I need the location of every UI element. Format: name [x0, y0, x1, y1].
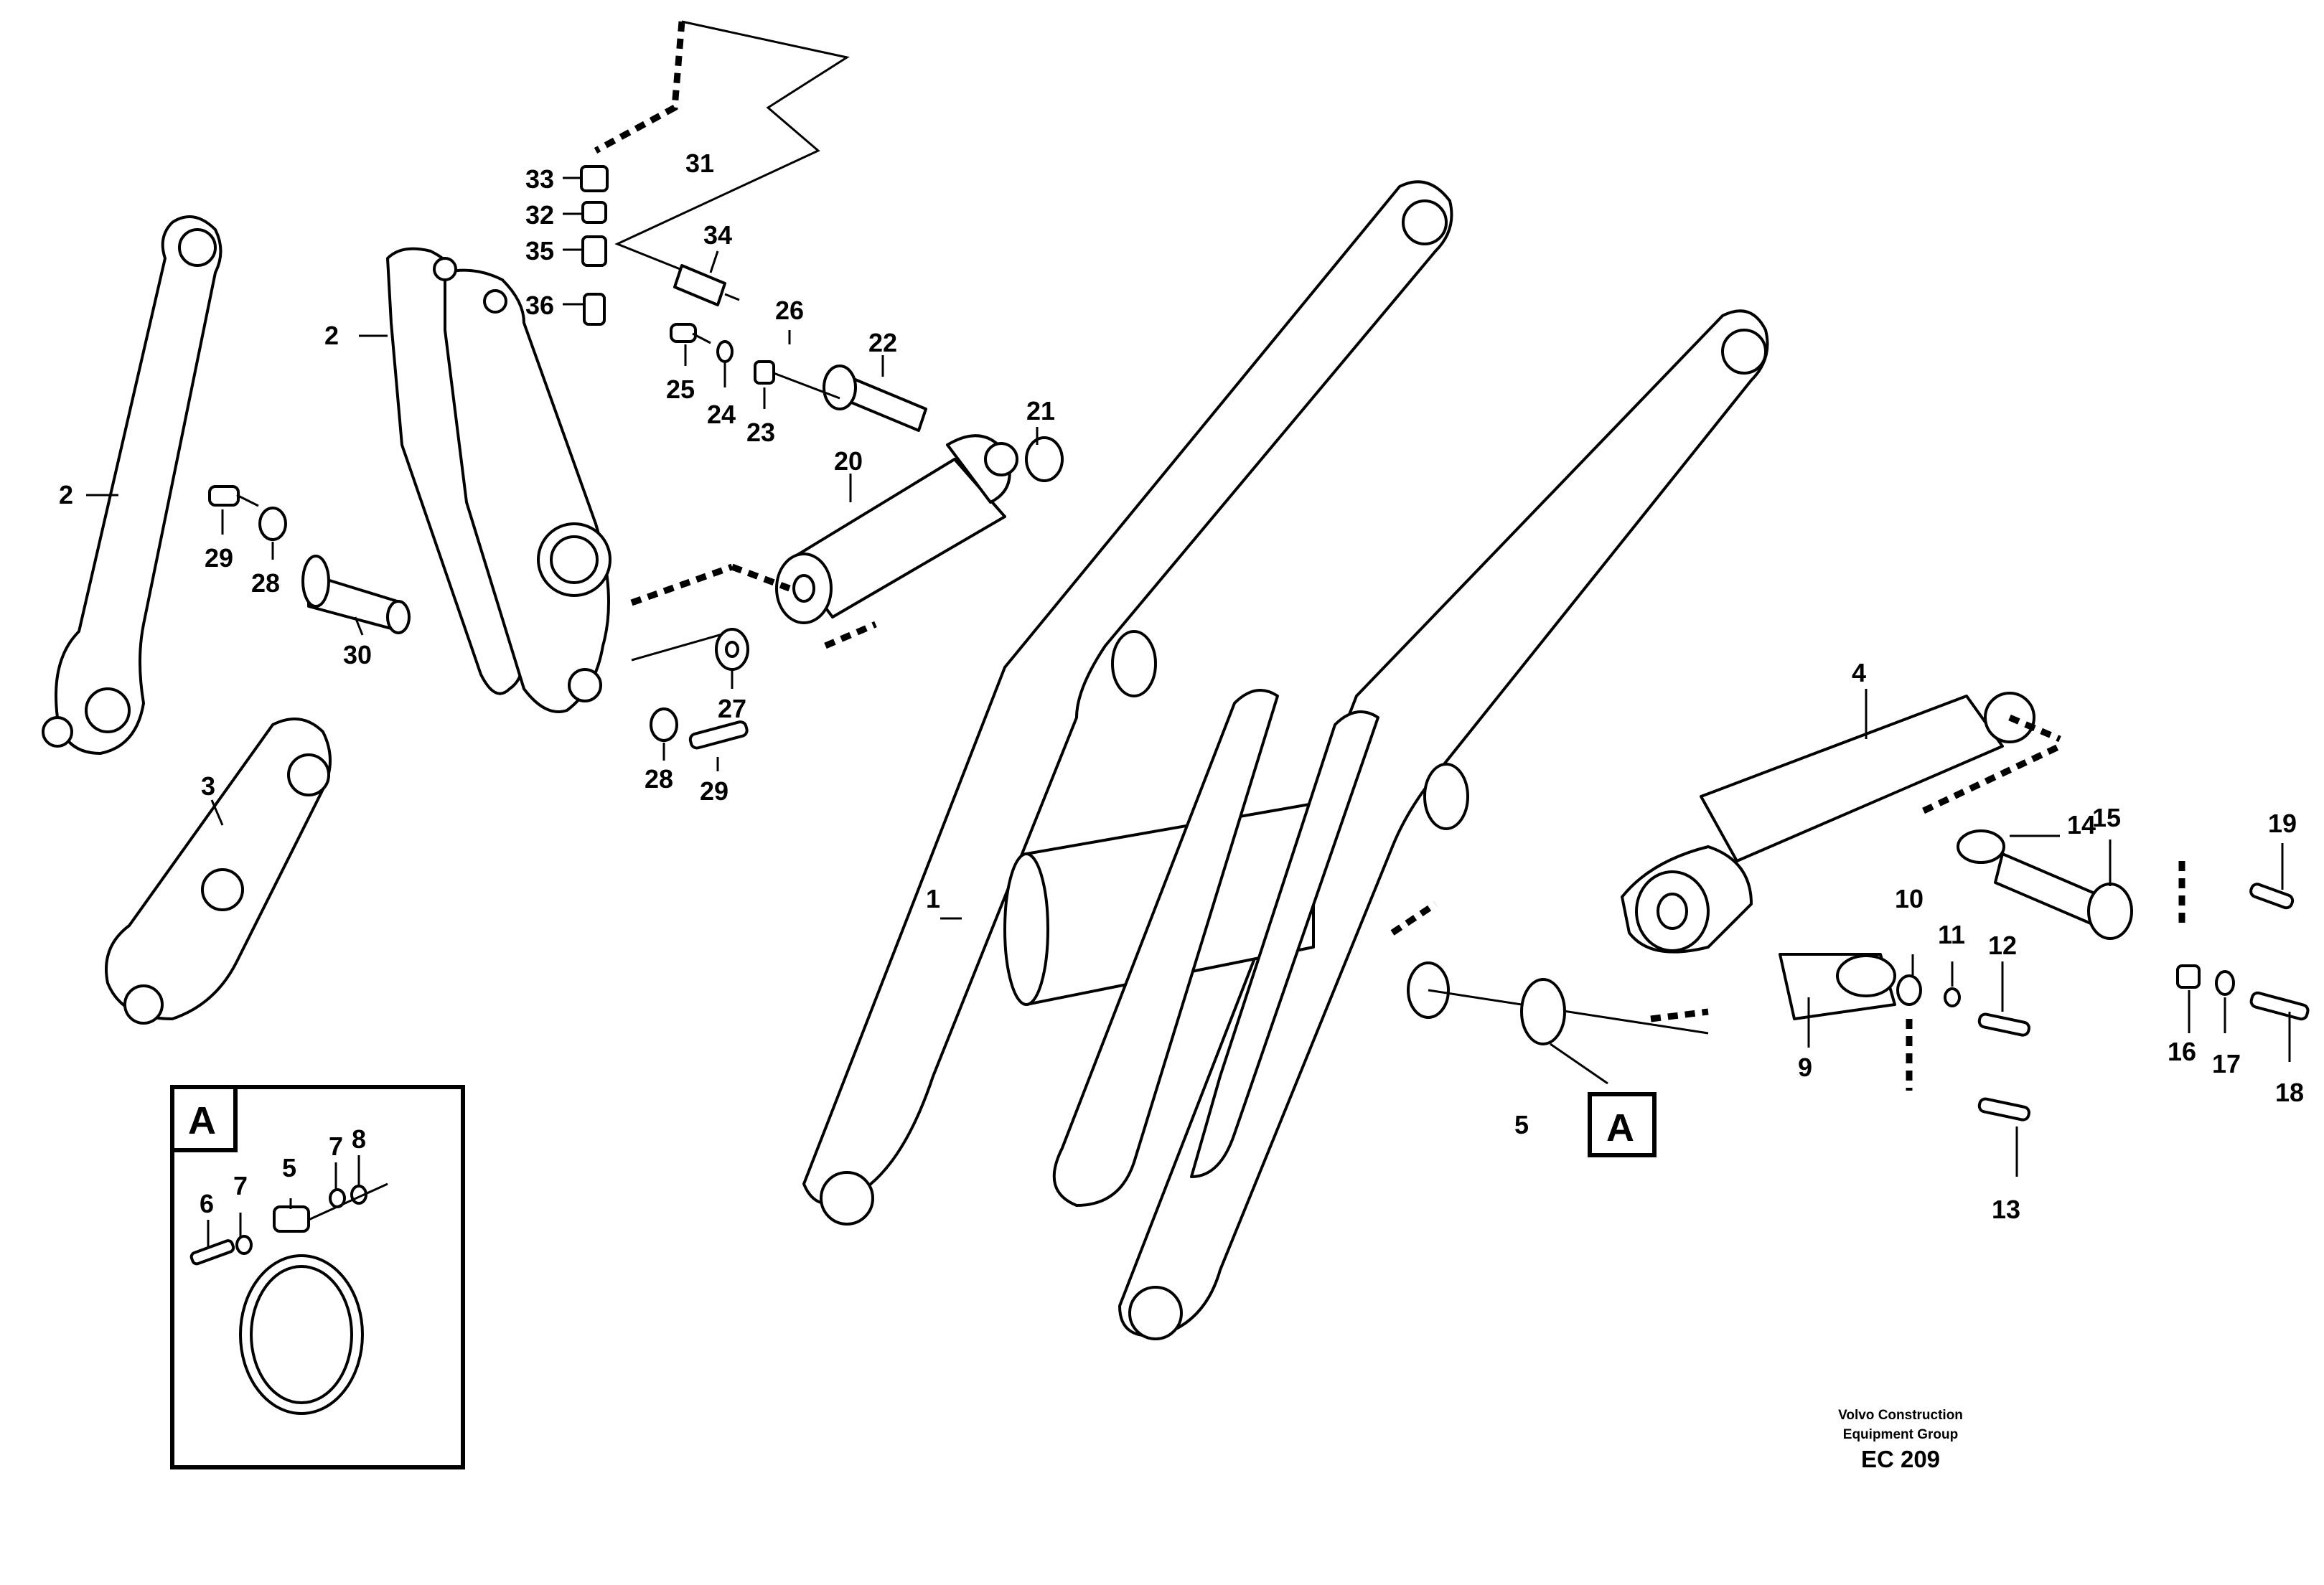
detail-callout-8: 8	[352, 1124, 366, 1154]
callout-16: 16	[2168, 1037, 2196, 1066]
callout-14: 14	[2067, 810, 2096, 839]
detail-reference-marker: A	[1606, 1106, 1634, 1149]
footer-company-line1: Volvo Construction	[1838, 1408, 1963, 1423]
callout-34: 34	[703, 220, 732, 250]
link-arm-left	[42, 215, 222, 755]
callout-10: 10	[1895, 884, 1924, 913]
callout-36: 36	[525, 291, 554, 320]
pin-9-group	[1779, 953, 2030, 1177]
bellcrank	[359, 247, 612, 713]
callout-28-upper: 28	[251, 568, 280, 598]
callout-25: 25	[666, 375, 695, 404]
detail-callout-5: 5	[282, 1153, 296, 1182]
callout-17: 17	[2212, 1049, 2241, 1078]
callout-4: 4	[1852, 658, 1866, 687]
detail-callout-7-left: 7	[233, 1171, 248, 1200]
callout-28-lower: 28	[645, 764, 673, 794]
callout-23: 23	[746, 418, 775, 447]
lift-arm-frame	[802, 180, 1769, 1340]
fitting-stack	[563, 165, 609, 326]
callout-29-lower: 29	[700, 776, 728, 806]
callout-30: 30	[343, 640, 372, 669]
detail-box	[170, 1085, 465, 1469]
callout-9: 9	[1798, 1053, 1812, 1082]
callout-27: 27	[718, 694, 746, 723]
detail-callout-6: 6	[200, 1189, 214, 1218]
check-valve	[673, 250, 740, 306]
callout-15: 15	[2092, 803, 2121, 832]
callout-5: 5	[1514, 1110, 1529, 1139]
callout-19: 19	[2268, 809, 2297, 838]
pin-22-group	[670, 323, 1039, 445]
callout-18: 18	[2275, 1078, 2304, 1107]
pin-30-group	[208, 485, 411, 636]
callout-21: 21	[1026, 396, 1055, 425]
detail-marker: A	[188, 1099, 216, 1142]
callout-2-link: 2	[59, 480, 73, 509]
callout-20: 20	[834, 446, 863, 476]
footer-company-line2: Equipment Group	[1843, 1427, 1958, 1442]
callout-22: 22	[868, 328, 897, 357]
snap-ring-5	[1520, 978, 1608, 1085]
callout-29-upper: 29	[205, 543, 233, 573]
callout-24: 24	[707, 400, 736, 429]
callout-2-bellcrank: 2	[324, 321, 339, 350]
pin-15-group	[1957, 829, 2310, 1062]
washer-27	[715, 628, 749, 689]
callout-26: 26	[775, 296, 804, 325]
callout-13: 13	[1992, 1195, 2020, 1224]
cylinder-20	[630, 434, 1064, 662]
callout-12: 12	[1988, 931, 2017, 960]
callout-3: 3	[201, 771, 215, 801]
callout-35: 35	[525, 236, 554, 265]
link-3	[105, 718, 332, 1025]
detail-reference-box	[1588, 1092, 1657, 1157]
callout-31: 31	[685, 149, 714, 178]
footer-drawing-code: EC 209	[1861, 1446, 1940, 1472]
callout-1: 1	[926, 884, 940, 913]
callout-32: 32	[525, 200, 554, 230]
callout-33: 33	[525, 164, 554, 194]
bolt-29-lower	[650, 707, 749, 771]
cylinder-4	[1621, 689, 2061, 954]
detail-callout-7-right: 7	[329, 1132, 343, 1161]
hydraulic-hose	[594, 20, 850, 274]
callout-11: 11	[1938, 920, 1965, 949]
